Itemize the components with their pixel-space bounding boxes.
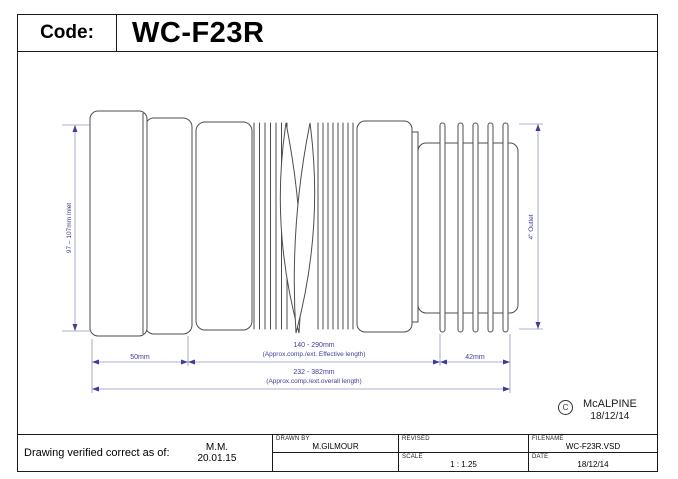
verified-label: Drawing verified correct as of:: [24, 447, 170, 459]
filename-cell: FILENAME WC-F23R.VSD: [529, 435, 657, 453]
overall-length-label: 232 - 382mm: [293, 369, 334, 376]
bellows-right: [317, 122, 354, 330]
bellows-left: [253, 122, 288, 330]
outlet-depth-label: 42mm: [465, 354, 485, 361]
inlet-dimension-label: 97 – 107mm Inlet: [66, 203, 73, 253]
drawing-area: 97 – 107mm Inlet 4" Outlet 50mm 140 - 29…: [18, 52, 657, 434]
product-code: WC-F23R: [132, 16, 265, 49]
pipe-break-symbol: [279, 122, 316, 334]
drawn-by-value: M.GILMOUR: [312, 442, 359, 451]
dimension-labels: 97 – 107mm Inlet 4" Outlet 50mm 140 - 29…: [66, 203, 535, 385]
outlet-dimension-label: 4" Outlet: [528, 214, 535, 239]
revised-label: REVISED: [402, 436, 430, 442]
effective-length-note: (Approx.comp./ext. Effective length): [263, 351, 366, 358]
inlet-step-section: [144, 117, 193, 335]
dimension-lines: [62, 123, 543, 393]
title-bar: Code: WC-F23R: [18, 15, 657, 52]
inlet-depth-label: 50mm: [130, 354, 150, 361]
verified-date: 20.01.15: [197, 453, 237, 464]
copyright-icon: C: [558, 400, 573, 415]
verified-initials: M.M.: [205, 442, 229, 453]
connector-drawing: 97 – 107mm Inlet 4" Outlet 50mm 140 - 29…: [62, 110, 543, 393]
revised-cell: REVISED: [399, 435, 529, 453]
filename-value: WC-F23R.VSD: [565, 442, 621, 451]
code-label: Code:: [40, 22, 94, 43]
outlet-body: [356, 120, 519, 333]
outlet-fins: [439, 122, 509, 333]
scale-value: 1 : 1.25: [450, 460, 477, 469]
date-label: DATE: [532, 454, 549, 460]
drawn-by-label: DRAWN BY: [276, 436, 310, 442]
code-label-cell: Code:: [18, 15, 117, 51]
copyright-date: 18/12/14: [590, 411, 630, 422]
copyright-block: C McALPINE 18/12/14: [558, 398, 637, 422]
smooth-pipe-section: [195, 121, 253, 331]
date-cell: DATE 18/12/14: [529, 453, 657, 471]
copyright-name: McALPINE: [583, 398, 637, 410]
drawing-sheet: Code: WC-F23R: [17, 14, 658, 472]
overall-length-note: (Approx.comp./ext.overall length): [266, 378, 361, 385]
drawn-by-empty-cell: [273, 453, 399, 471]
verified-cell: Drawing verified correct as of: M.M. 20.…: [18, 435, 273, 471]
code-value-cell: WC-F23R: [117, 15, 657, 51]
filename-label: FILENAME: [532, 436, 564, 442]
scale-label: SCALE: [402, 454, 423, 460]
drawn-by-cell: DRAWN BY M.GILMOUR: [273, 435, 399, 453]
inlet-cuff: [89, 110, 148, 337]
dimension-arrows: [72, 124, 541, 392]
effective-length-label: 140 - 290mm: [293, 342, 334, 349]
title-block: Drawing verified correct as of: M.M. 20.…: [18, 434, 657, 471]
date-value: 18/12/14: [577, 460, 609, 469]
scale-cell: SCALE 1 : 1.25: [399, 453, 529, 471]
